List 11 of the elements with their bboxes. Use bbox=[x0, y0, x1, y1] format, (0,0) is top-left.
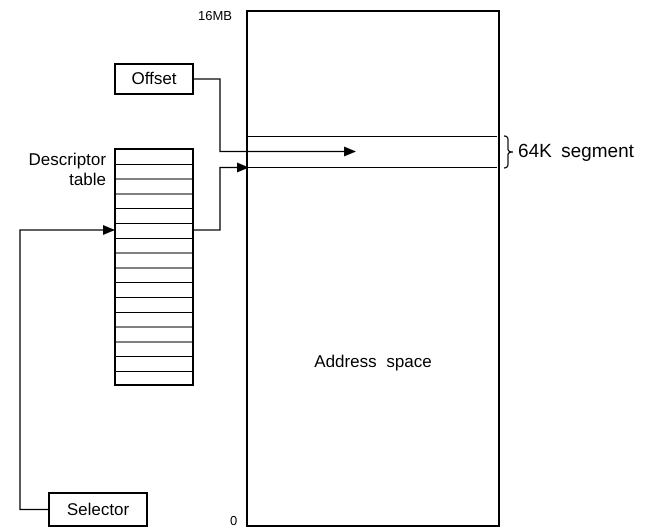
arrow bbox=[194, 78, 356, 156]
segment-band bbox=[248, 136, 497, 168]
address-space-box bbox=[246, 10, 500, 527]
box-label: Address space bbox=[313, 352, 433, 372]
axis-label: 16MB bbox=[198, 8, 232, 23]
axis-label: 0 bbox=[230, 513, 238, 527]
arrow bbox=[19, 225, 115, 510]
segment-caption: 64K segment bbox=[518, 141, 634, 163]
table-heading: Descriptor table bbox=[28, 150, 106, 190]
register-box: Selector bbox=[48, 492, 148, 527]
register-box: Offset bbox=[114, 63, 194, 95]
